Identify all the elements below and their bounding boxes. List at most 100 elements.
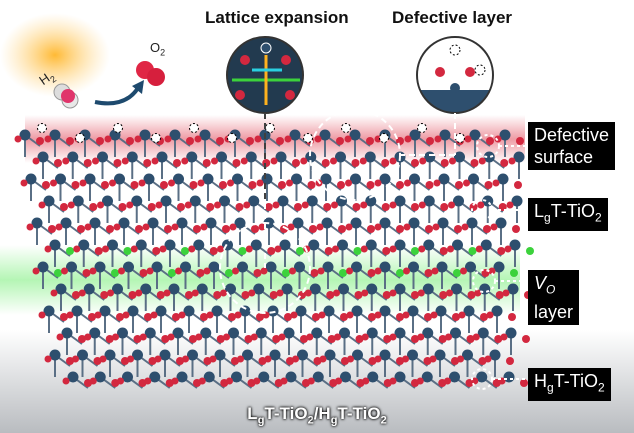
o-atom xyxy=(278,333,286,341)
o-atom xyxy=(206,311,214,319)
ti-atom xyxy=(513,151,525,163)
o-atom xyxy=(411,291,419,299)
ti-atom xyxy=(297,349,308,361)
o-atom xyxy=(478,157,486,165)
o-atom xyxy=(220,289,227,297)
surface-vacancy xyxy=(265,123,275,133)
o-atom xyxy=(310,269,319,277)
o-atom xyxy=(260,267,268,275)
o-atom xyxy=(331,201,338,209)
o-atom xyxy=(411,335,419,343)
defective-target xyxy=(309,109,401,201)
o-atom xyxy=(200,223,208,231)
o-atom xyxy=(270,157,278,165)
o-atom xyxy=(280,377,288,385)
o-atom xyxy=(54,159,62,167)
light-source xyxy=(0,13,110,97)
o-atom xyxy=(62,157,70,165)
o-atom xyxy=(417,333,425,341)
o-atom xyxy=(430,311,438,319)
o-atom xyxy=(94,311,102,319)
o-atom xyxy=(171,223,179,231)
o-atom xyxy=(156,291,165,299)
o-atom xyxy=(374,179,382,187)
ti-atom xyxy=(169,129,181,141)
ti-atom xyxy=(172,327,184,339)
o-atom xyxy=(351,159,360,167)
ti-atom xyxy=(43,195,55,207)
ti-atom xyxy=(309,283,321,295)
ti-atom xyxy=(476,371,488,383)
o-atom xyxy=(464,135,472,143)
o-atom xyxy=(133,335,142,343)
o2-molecule xyxy=(136,61,165,86)
ti-atom xyxy=(312,371,324,383)
o-atom xyxy=(345,179,352,187)
o-atom xyxy=(173,159,181,167)
ti-atom xyxy=(321,217,333,229)
ti-atom xyxy=(289,129,301,141)
o-atom xyxy=(484,355,492,363)
o-atom xyxy=(127,355,134,363)
o-atom xyxy=(460,267,467,275)
o-atom xyxy=(126,137,134,145)
o-atom xyxy=(102,245,109,253)
o-atom xyxy=(425,181,434,189)
o-atom xyxy=(159,245,167,253)
ti-atom xyxy=(49,239,61,251)
ti-atom xyxy=(60,217,72,229)
label-defective-surface: Defective surface xyxy=(528,122,616,170)
reaction-arrow-head xyxy=(132,80,144,94)
ti-atom xyxy=(409,173,420,185)
ti-atom xyxy=(94,261,106,273)
o-atom xyxy=(354,291,363,299)
o-atom xyxy=(381,203,390,211)
o-atom xyxy=(304,289,312,297)
o-atom xyxy=(97,201,104,209)
ti-atom xyxy=(435,305,447,317)
label-lgt-tio2: LgT-TiO2 xyxy=(528,198,608,231)
o-atom xyxy=(502,289,510,297)
o-atom xyxy=(467,291,476,299)
ti-atom xyxy=(366,327,378,339)
o-atom xyxy=(177,203,185,211)
ti-atom xyxy=(219,195,230,207)
o-atom xyxy=(323,203,332,211)
ti-atom xyxy=(168,283,180,295)
o-atom xyxy=(516,137,524,145)
o-atom xyxy=(440,159,449,167)
o-atom xyxy=(84,333,92,341)
o-atom xyxy=(253,377,261,385)
o-atom xyxy=(292,355,299,363)
ti-atom xyxy=(37,151,49,163)
o-atom xyxy=(67,201,75,209)
o-atom xyxy=(289,267,296,275)
ti-atom xyxy=(495,217,507,229)
ti-atom xyxy=(468,173,479,185)
vacancy-site xyxy=(54,269,62,277)
ti-atom xyxy=(84,173,96,185)
ti-atom xyxy=(139,129,151,141)
o-atom xyxy=(470,159,479,167)
ti-atom xyxy=(114,173,125,185)
o-atom xyxy=(362,377,370,385)
o-atom xyxy=(439,247,448,255)
o-atom xyxy=(246,137,254,145)
o-atom xyxy=(186,137,194,145)
ti-atom xyxy=(66,261,77,273)
o-atom xyxy=(486,137,494,145)
o-atom xyxy=(32,157,40,165)
o-atom xyxy=(508,313,516,321)
o-atom xyxy=(251,225,259,233)
o-atom xyxy=(50,179,57,187)
o-atom xyxy=(306,333,314,341)
ti-atom xyxy=(466,217,478,229)
title-lattice-expansion: Lattice expansion xyxy=(205,8,349,27)
o-atom xyxy=(426,137,434,145)
ti-atom xyxy=(320,173,332,185)
o-atom xyxy=(446,289,453,297)
ti-atom xyxy=(77,349,88,361)
o-atom xyxy=(411,159,419,167)
o-atom xyxy=(135,225,143,233)
ti-atom xyxy=(483,151,495,163)
